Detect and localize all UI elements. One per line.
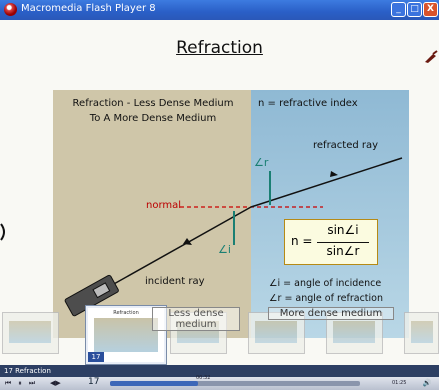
- skip-back-icon[interactable]: ⏮: [4, 379, 12, 387]
- refracted-ray-label: refracted ray: [313, 140, 379, 151]
- left-heading-line1: Refraction - Less Dense Medium: [72, 98, 234, 109]
- incident-ray-label: incident ray: [145, 276, 205, 287]
- formula-lhs: n =: [291, 234, 313, 248]
- volume-icon[interactable]: 🔊: [422, 379, 432, 387]
- elapsed-time: 00:32: [196, 375, 211, 381]
- thumbnail-preview: [94, 318, 158, 352]
- formula-numerator: sin∠i: [327, 223, 359, 237]
- angle-r-label: ∠r: [254, 156, 269, 169]
- more-dense-panel: [251, 90, 409, 338]
- minimize-button[interactable]: _: [391, 2, 406, 17]
- progress-slider[interactable]: [110, 381, 360, 386]
- normal-label: normal: [146, 200, 182, 211]
- flash-player-icon: [4, 3, 17, 16]
- more-dense-medium-label: More dense medium: [268, 307, 394, 320]
- thumbnail-preview: [9, 321, 51, 343]
- window-title: Macromedia Flash Player 8: [21, 3, 156, 14]
- slide-thumbnail[interactable]: [2, 312, 59, 354]
- thumbnail-preview: [333, 321, 375, 343]
- player-controls: ⏮ ⏸ ⏭ ◀▶ 17 00:32 01:25 🔊: [0, 375, 439, 390]
- progress-fill: [110, 381, 198, 386]
- pause-icon[interactable]: ⏸: [18, 379, 22, 387]
- legend-refraction: ∠r = angle of refraction: [269, 293, 384, 304]
- window-titlebar: Macromedia Flash Player 8 _ □ X: [0, 0, 439, 20]
- thumbnail-preview: [255, 321, 297, 343]
- skip-forward-icon[interactable]: ⏭: [28, 379, 36, 387]
- status-bar: 17 Refraction: [0, 365, 439, 377]
- slide-nav-icon[interactable]: ◀▶: [50, 379, 61, 387]
- left-panel-heading: Refraction - Less Dense Medium To A More…: [58, 96, 248, 126]
- bracket-icon: [0, 223, 5, 241]
- slide-number: 17: [88, 377, 100, 387]
- less-dense-medium-label: Less dense medium: [152, 307, 240, 331]
- angle-i-label: ∠i: [218, 243, 231, 256]
- maximize-button[interactable]: □: [407, 2, 422, 17]
- left-heading-line2: To A More Dense Medium: [89, 113, 217, 124]
- pen-icon: [425, 50, 438, 63]
- status-text: 17 Refraction: [4, 367, 51, 375]
- close-button[interactable]: X: [423, 2, 438, 17]
- snell-formula: n = sin∠i sin∠r: [284, 219, 378, 265]
- angle-legend: ∠i = angle of incidence ∠r = angle of re…: [269, 276, 383, 306]
- refractive-index-label: n = refractive index: [258, 98, 358, 109]
- thumbnail-title: Refraction: [113, 310, 139, 316]
- legend-incidence: ∠i = angle of incidence: [269, 278, 382, 289]
- slide-title: Refraction: [176, 38, 263, 58]
- thumbnail-number-badge: 17: [88, 352, 104, 362]
- less-dense-panel: [53, 90, 251, 338]
- formula-fraction-bar: [317, 242, 369, 243]
- formula-denominator: sin∠r: [326, 244, 360, 258]
- thumbnail-preview: [411, 321, 433, 343]
- slide-thumbnail[interactable]: [404, 312, 439, 354]
- total-time: 01:25: [392, 380, 407, 386]
